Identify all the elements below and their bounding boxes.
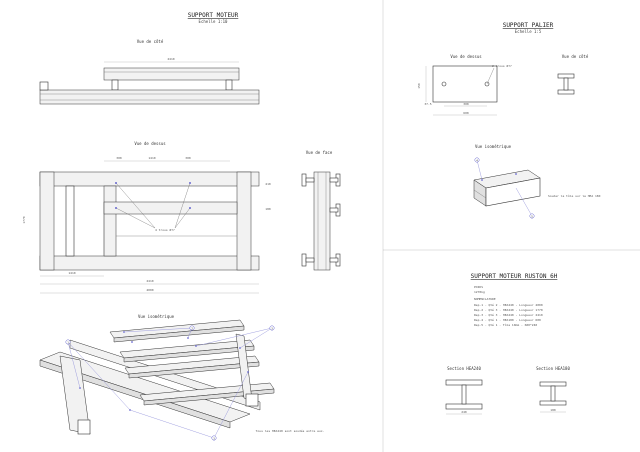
palier-marker-5	[529, 213, 535, 219]
palier-iso-label: Vue isométrique	[475, 144, 512, 149]
svg-text:300: 300	[463, 102, 469, 106]
svg-text:37.5: 37.5	[424, 102, 431, 106]
svg-text:3: 3	[271, 326, 273, 330]
svg-text:150: 150	[417, 83, 421, 89]
svg-text:2410: 2410	[146, 279, 153, 283]
left-title: SUPPORT MOTEUR	[188, 12, 239, 19]
palier-holes-note: 2 trous Ø??	[492, 63, 512, 68]
svg-text:1: 1	[67, 340, 69, 344]
palier-side-view	[557, 73, 575, 95]
side-view-label: Vue de côté	[137, 39, 164, 44]
isometric-view: 1 2 3 3	[39, 319, 275, 441]
palier-marker-4	[474, 157, 480, 163]
nomen-row-1: Rep.1 - Qté 2 - HEA240 - Longueur 4000	[474, 303, 543, 307]
svg-text:5: 5	[531, 214, 533, 218]
weight-value: 1270kg	[474, 290, 485, 294]
iso-marker-1	[65, 339, 71, 345]
nomen-row-2: Rep.2 - Qté 3 - HEA240 - Longueur 1770	[474, 308, 543, 312]
nomen-row-5: Rep.5 - Qté 1 - Tôle 10mm - 600*240	[474, 323, 537, 327]
palier-scale: Echelle 1:5	[515, 29, 542, 34]
svg-text:1410: 1410	[148, 156, 155, 160]
weight-label: POIDS	[474, 285, 483, 289]
palier-side-label: Vue de côté	[562, 54, 589, 59]
top-view-label: Vue de dessus	[134, 141, 166, 146]
section-hea240: 240	[445, 379, 483, 415]
section-a-label: Section HEA240	[447, 366, 481, 371]
svg-text:1770: 1770	[22, 216, 26, 223]
svg-text:4: 4	[476, 158, 478, 162]
nomen-row-3: Rep.3 - Qté 3 - HEA240 - Longueur 2410	[474, 313, 543, 317]
front-view	[301, 171, 341, 271]
top-view: 300 1410 300 410 180 1770 1410 2410 4000…	[22, 156, 271, 294]
svg-text:1410: 1410	[68, 271, 75, 275]
svg-text:180: 180	[550, 408, 556, 412]
svg-text:4000: 4000	[146, 288, 153, 292]
side-view: 2410	[39, 57, 260, 105]
svg-text:180: 180	[265, 207, 271, 211]
iso-marker-3a	[269, 325, 275, 331]
ruston-title: SUPPORT MOTEUR RUSTON 6H	[471, 273, 558, 280]
svg-text:240: 240	[461, 410, 467, 414]
iso-marker-2	[189, 325, 195, 331]
svg-text:300: 300	[116, 156, 122, 160]
nomenclature-label: NOMENCLATURE	[474, 297, 496, 301]
svg-text:3: 3	[213, 436, 215, 440]
svg-text:600: 600	[463, 111, 469, 115]
palier-top-view: 2 trous Ø?? 150 37.5 300 600	[417, 63, 512, 116]
section-hea180: 180	[539, 381, 567, 413]
iso-view-label: Vue isométrique	[138, 314, 175, 319]
top-holes-note: 4 trous Ø??	[155, 227, 175, 232]
left-scale: Echelle 1:10	[199, 19, 228, 24]
welded-note: Tous les HEA240 sont soudés entre eux.	[256, 429, 325, 433]
front-view-label: Vue de face	[306, 150, 333, 155]
svg-text:410: 410	[265, 182, 271, 186]
iso-marker-3b	[211, 435, 217, 441]
palier-title: SUPPORT PALIER	[503, 22, 554, 29]
svg-text:2: 2	[191, 326, 193, 330]
side-dim-top: 2410	[167, 57, 174, 61]
palier-weld-note: Souder la tôle sur le HEA 180	[548, 194, 601, 198]
palier-top-label: Vue de dessus	[450, 54, 482, 59]
section-b-label: Section HEA180	[536, 366, 570, 371]
nomen-row-4: Rep.4 - Qté 1 - HEA180 - Longueur 600	[474, 318, 541, 322]
palier-iso-view: 4 5	[473, 157, 541, 219]
svg-text:300: 300	[185, 156, 191, 160]
